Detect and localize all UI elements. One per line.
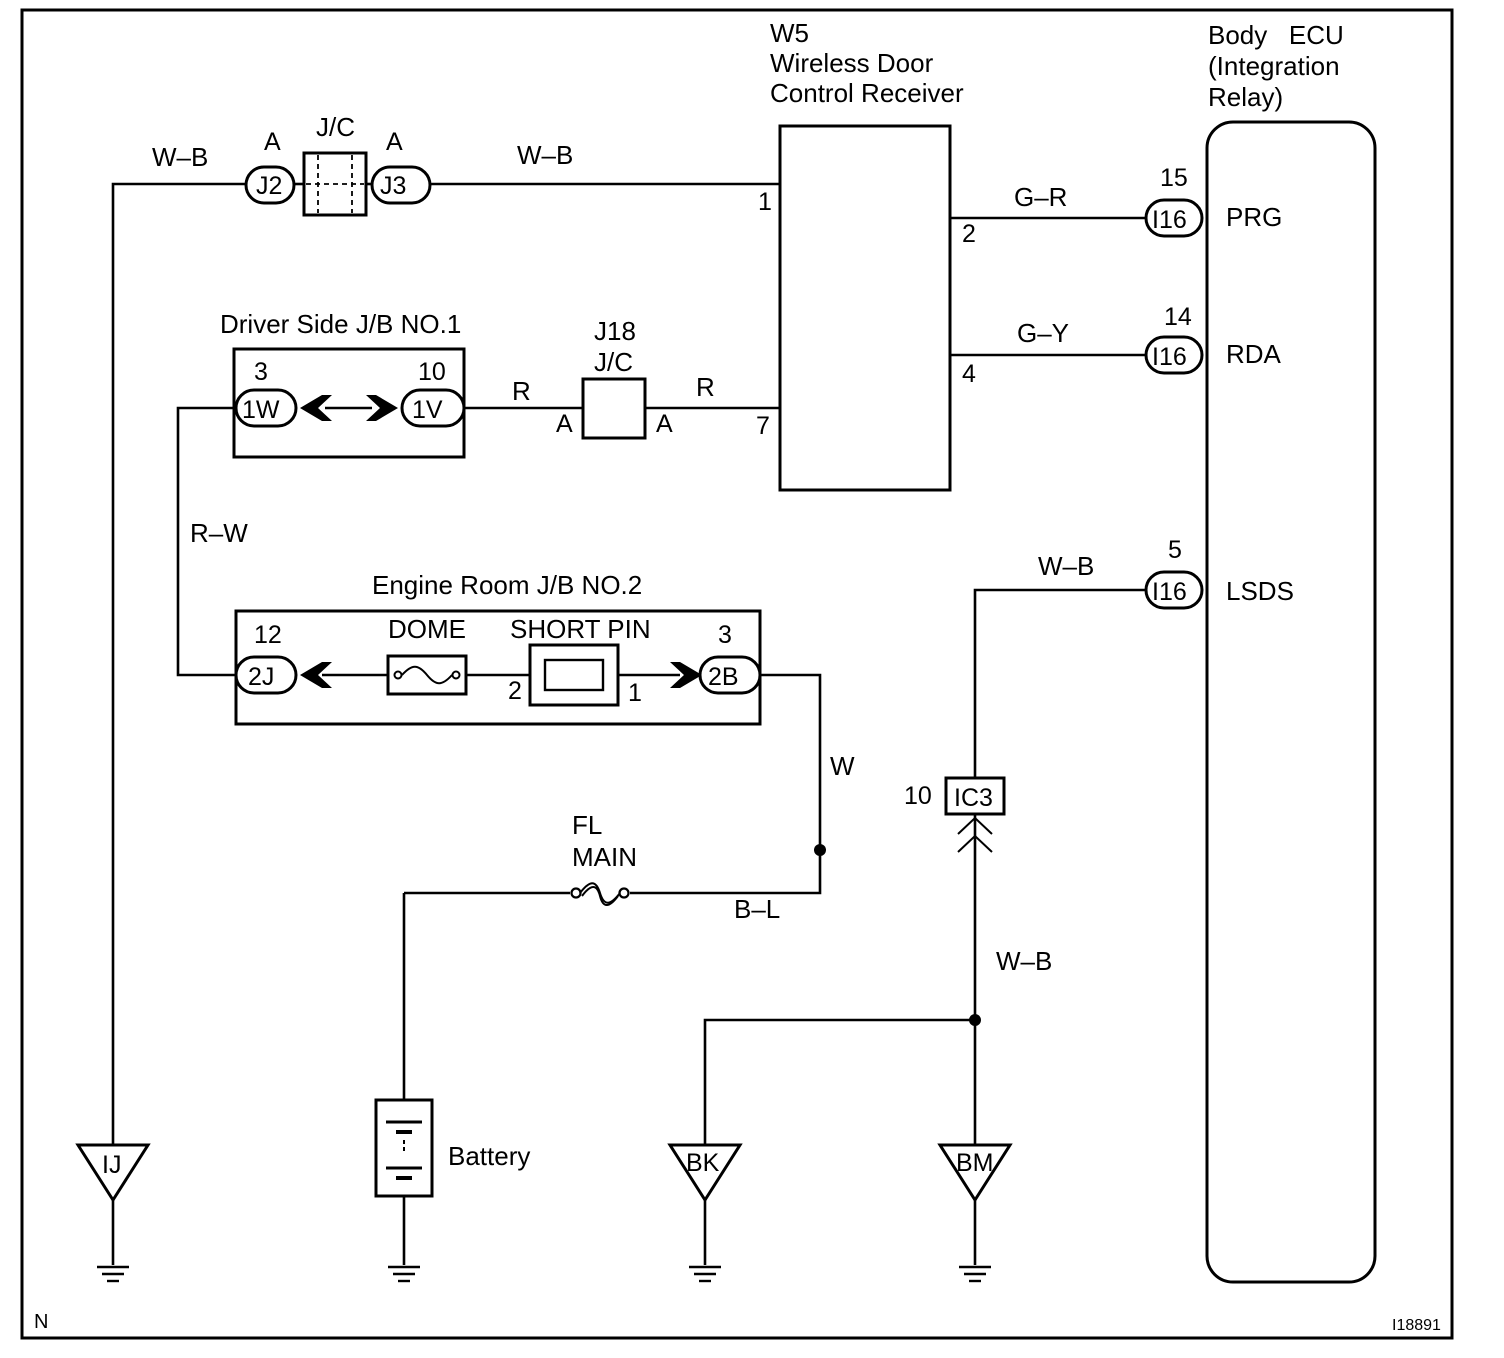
wire-label-wb-top-mid: W–B (517, 140, 573, 170)
connector-i16-lsds-label: I16 (1152, 578, 1187, 606)
wire-label-wb-ground: W–B (996, 946, 1052, 976)
connector-2j: 2J (234, 655, 298, 695)
receiver-name-line2: Control Receiver (770, 78, 964, 108)
ecu-label-line1: Body ECU (1208, 20, 1344, 50)
ground-bk-label: BK (686, 1149, 720, 1177)
engine-room-jb: Engine Room J/B NO.2 (234, 570, 762, 726)
ecu-terminal-lsds: LSDS (1226, 576, 1294, 606)
pin-ic3-10: 10 (904, 782, 932, 810)
receiver-code: W5 (770, 18, 809, 48)
pin-j3-a: A (386, 128, 403, 156)
pin-sp-1: 1 (628, 679, 642, 707)
pin-ecu-5: 5 (1168, 536, 1182, 564)
connector-i16-rda-label: I16 (1152, 343, 1187, 371)
earth-symbols (97, 1265, 991, 1283)
connector-i16-rda: I16 (1144, 335, 1204, 375)
dome-label: DOME (388, 614, 466, 644)
connector-2b: 2B (698, 655, 762, 695)
battery-icon (374, 1098, 434, 1198)
ecu-terminal-prg: PRG (1226, 202, 1282, 232)
footer-left: N (34, 1311, 48, 1333)
pin-j2-a: A (264, 128, 281, 156)
connector-ic3-label: IC3 (954, 784, 993, 812)
pin-jb1-10: 10 (418, 358, 446, 386)
connector-i16-prg: I16 (1144, 198, 1204, 238)
footer-right: I18891 (1392, 1317, 1441, 1334)
ecu-terminal-rda: RDA (1226, 339, 1282, 369)
main-label: MAIN (572, 842, 637, 872)
engine-jb-label: Engine Room J/B NO.2 (372, 570, 642, 600)
connector-j2-label: J2 (256, 172, 282, 200)
pin-receiver-2: 2 (962, 220, 976, 248)
earth-icon (959, 1265, 991, 1283)
ground-bk: BK (667, 1143, 743, 1203)
pin-jb1-3: 3 (254, 358, 268, 386)
fl-label: FL (572, 810, 602, 840)
connector-j2: J2 (244, 165, 296, 205)
connector-i16-lsds: I16 (1144, 570, 1204, 610)
wires (111, 182, 1146, 1265)
pin-ecu-14: 14 (1164, 303, 1192, 331)
wire-label-r-left: R (512, 376, 531, 406)
j18-jc: J18 J/C (581, 316, 647, 440)
pin-receiver-4: 4 (962, 360, 976, 388)
wire-label-wb-lsds: W–B (1038, 551, 1094, 581)
ecu-label-line3: Relay) (1208, 82, 1283, 112)
junction-dot (814, 844, 826, 856)
connector-1v: 1V (400, 388, 466, 428)
pin-receiver-7: 7 (756, 412, 770, 440)
receiver-name-line1: Wireless Door (770, 48, 934, 78)
receiver-w5: W5 Wireless Door Control Receiver (770, 18, 964, 492)
connector-1w-label: 1W (242, 396, 280, 424)
pin-receiver-1: 1 (758, 188, 772, 216)
diagram-frame (20, 8, 1454, 1340)
pin-jb2-12: 12 (254, 621, 282, 649)
connector-1w: 1W (234, 388, 298, 428)
wire-label-rw: R–W (190, 518, 248, 548)
pin-j18-a-right: A (656, 410, 673, 438)
connector-2j-label: 2J (248, 663, 274, 691)
wire-label-gy: G–Y (1017, 318, 1069, 348)
jc-top: J/C (302, 112, 368, 217)
pin-ecu-15: 15 (1160, 164, 1188, 192)
pin-j18-a-left: A (556, 410, 573, 438)
short-pin: SHORT PIN (510, 614, 651, 707)
earth-icon (388, 1265, 420, 1283)
connector-2b-label: 2B (708, 663, 739, 691)
dome-fuse: DOME (386, 614, 468, 696)
fl-main-fuse: FL MAIN (570, 810, 637, 906)
j18-jc-label: J/C (594, 347, 633, 377)
wire-label-wb-top-left: W–B (152, 142, 208, 172)
wire-label-bl: B–L (734, 894, 780, 924)
earth-icon (689, 1265, 721, 1283)
ground-bm-label: BM (956, 1149, 994, 1177)
junction-dot (969, 1014, 981, 1026)
ecu-label-line2: (Integration (1208, 51, 1340, 81)
ground-ij: IJ (75, 1143, 151, 1203)
connector-ic3: IC3 (944, 776, 1006, 853)
wire-label-w: W (830, 751, 855, 781)
wire-label-gr: G–R (1014, 182, 1067, 212)
body-ecu: Body ECU (Integration Relay) (1205, 20, 1377, 1284)
battery-label: Battery (448, 1141, 530, 1171)
jc-top-label: J/C (316, 112, 355, 142)
driver-jb-label: Driver Side J/B NO.1 (220, 309, 461, 339)
wire-label-r-right: R (696, 372, 715, 402)
j18-label: J18 (594, 316, 636, 346)
earth-icon (97, 1265, 129, 1283)
pin-sp-2: 2 (508, 677, 522, 705)
connector-j3-label: J3 (380, 172, 406, 200)
connector-1v-label: 1V (412, 396, 443, 424)
ground-ij-label: IJ (102, 1151, 121, 1179)
pin-jb2-3: 3 (718, 621, 732, 649)
short-pin-label: SHORT PIN (510, 614, 651, 644)
connector-j3: J3 (370, 165, 432, 205)
connector-i16-prg-label: I16 (1152, 206, 1187, 234)
ground-bm: BM (937, 1143, 1013, 1203)
